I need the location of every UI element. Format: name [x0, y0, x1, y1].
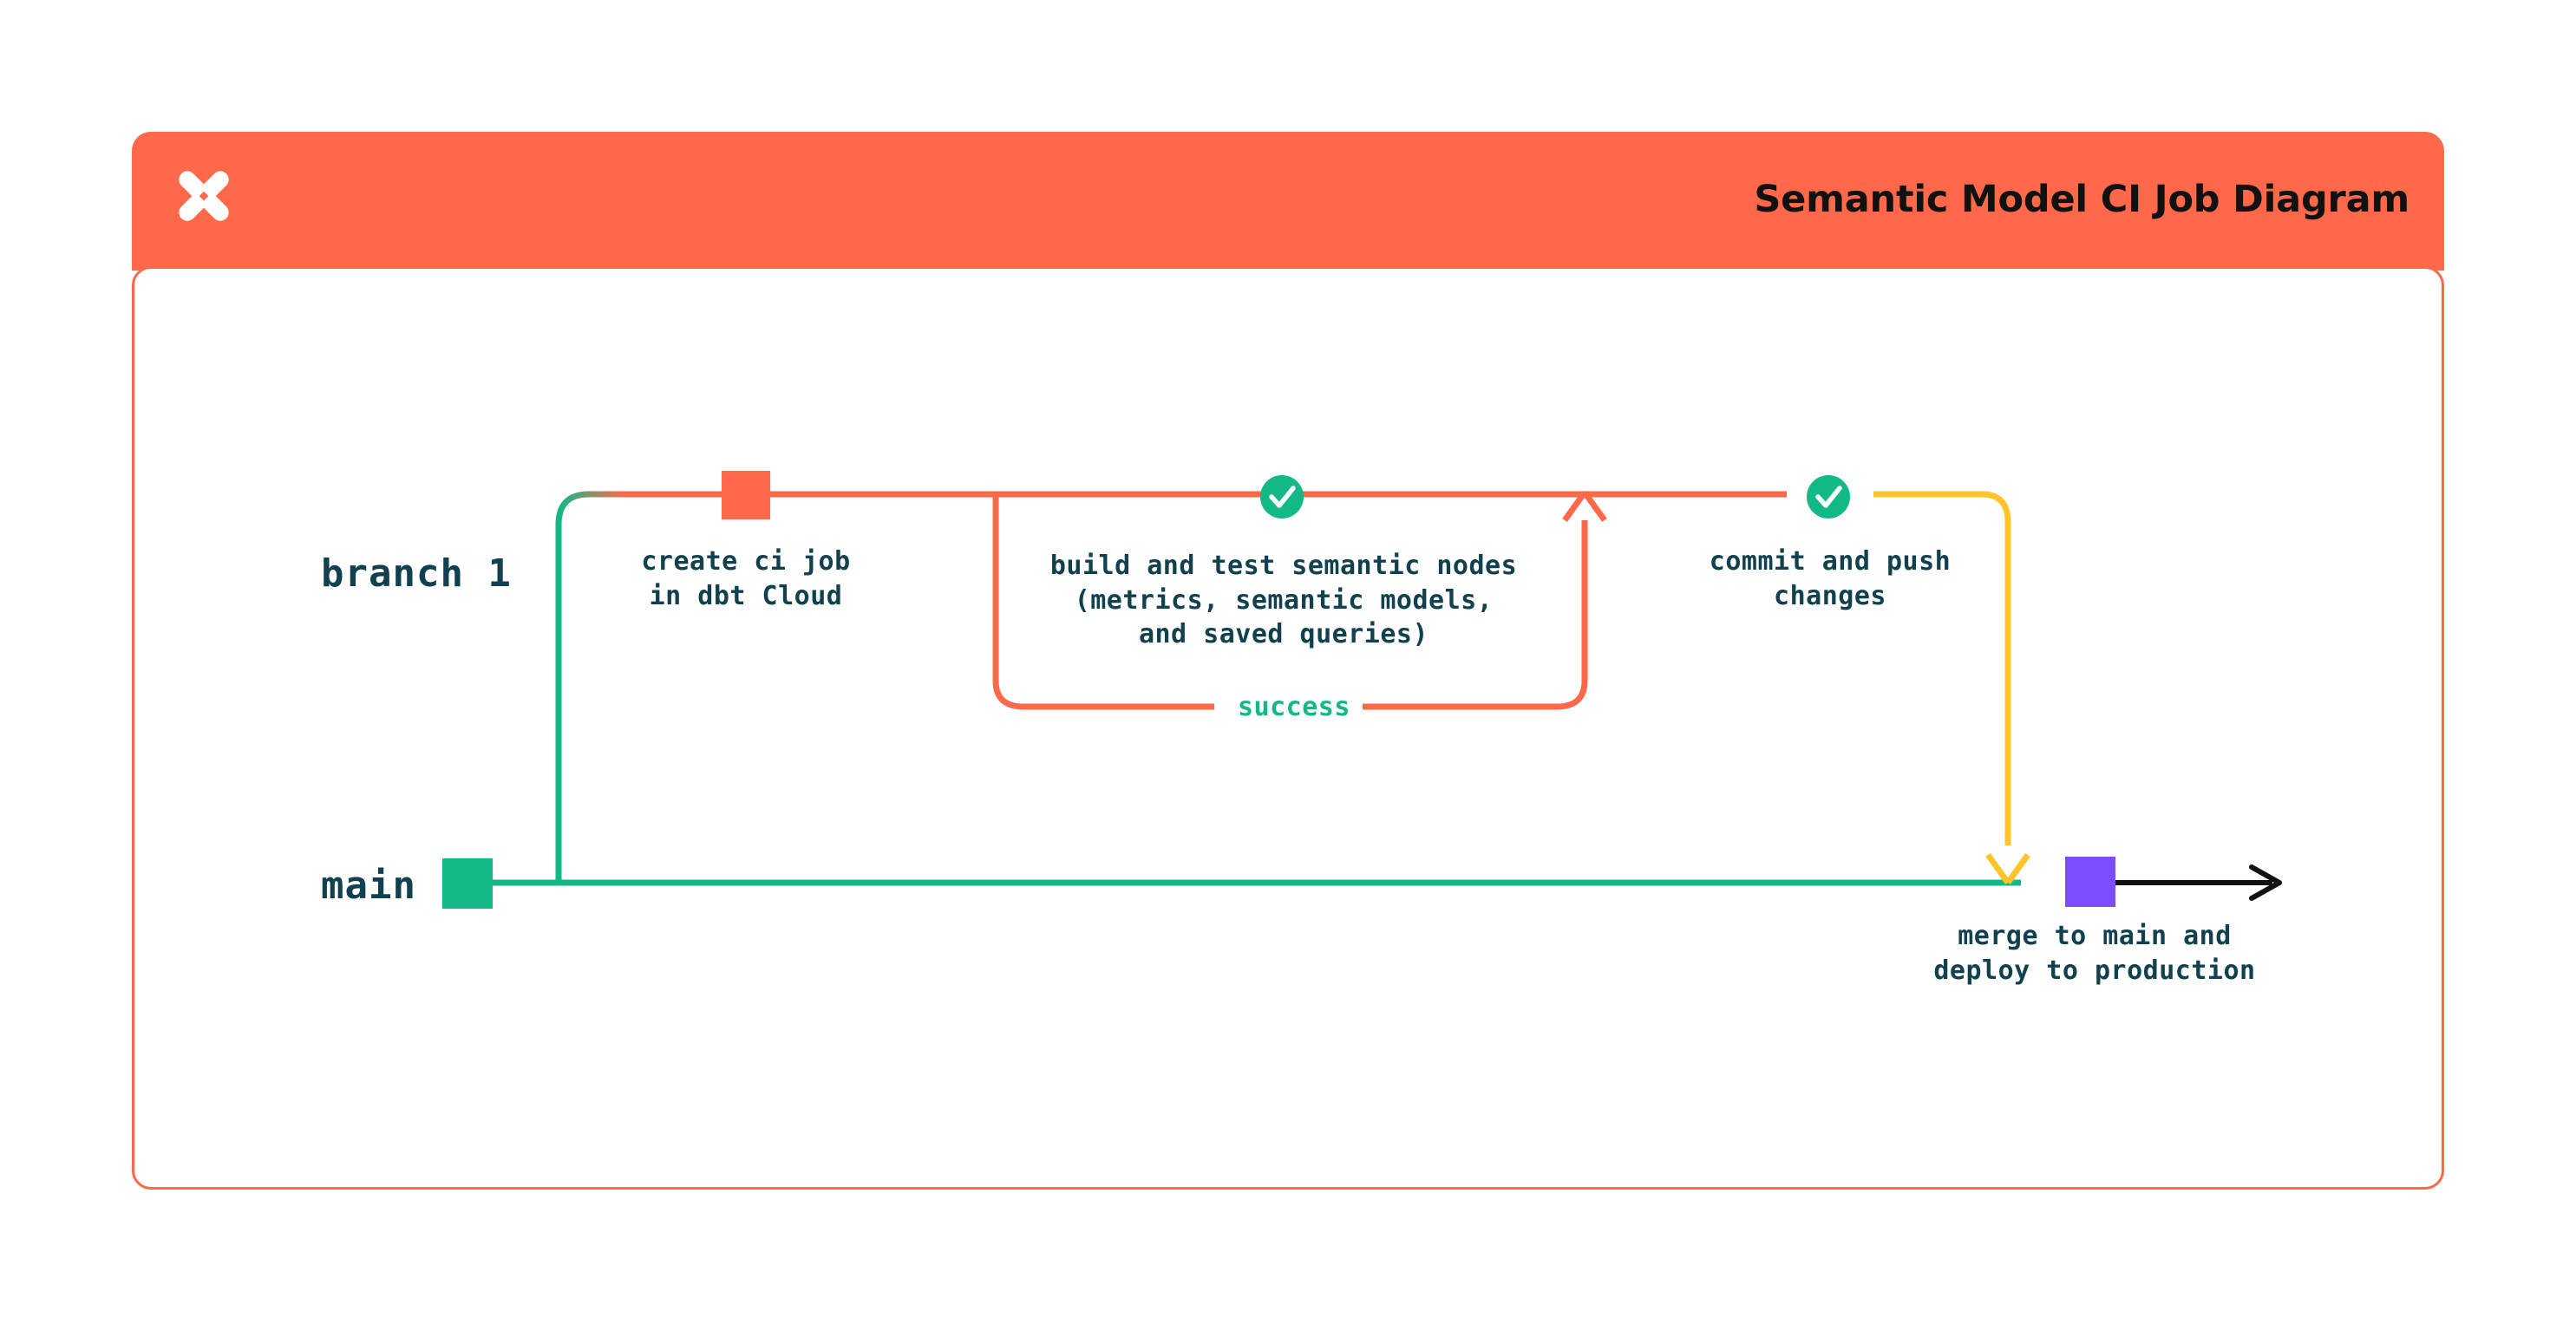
card-body — [132, 266, 2444, 1190]
edge-label-success: success — [1226, 692, 1363, 722]
dbt-logo-icon — [168, 165, 239, 236]
step-label-commit-and-push: commit and push changes — [1709, 546, 1952, 611]
diagram-card: Semantic Model CI Job Diagram — [132, 132, 2444, 1190]
branch-label-branch-1: branch 1 — [321, 551, 512, 596]
step-label-create-ci-job: create ci job in dbt Cloud — [641, 546, 851, 611]
card-header: Semantic Model CI Job Diagram — [132, 132, 2444, 271]
branch-label-main: main — [321, 864, 416, 908]
page-title: Semantic Model CI Job Diagram — [1754, 178, 2409, 221]
step-label-merge-to-main: merge to main and deploy to production — [1933, 921, 2256, 986]
step-label-build-and-test: build and test semantic nodes (metrics, … — [1049, 551, 1518, 650]
